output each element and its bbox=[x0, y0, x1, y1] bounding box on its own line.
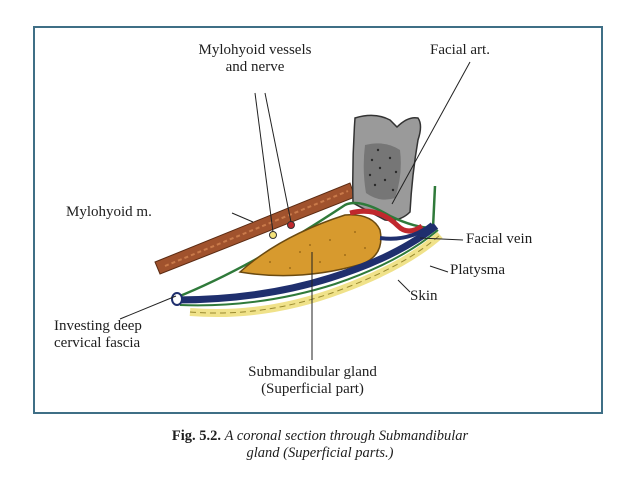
label-facial-art: Facial art. bbox=[430, 42, 490, 58]
platysma bbox=[174, 223, 439, 304]
caption-figure-number: Fig. 5.2. bbox=[171, 428, 221, 444]
label-facial-vein: Facial vein bbox=[466, 231, 533, 247]
label-platysma: Platysma bbox=[450, 262, 505, 278]
label-mylohyoid-m: Mylohyoid m. bbox=[66, 204, 152, 220]
label-skin: Skin bbox=[410, 288, 438, 304]
label-submandibular-gland: Submandibular gland (Superficial part) bbox=[248, 364, 377, 397]
label-investing-fascia: Investing deep cervical fascia bbox=[54, 318, 142, 351]
investing-fascia bbox=[174, 185, 437, 300]
mylohyoid-vessel bbox=[269, 231, 277, 239]
figure-caption: Fig. 5.2. A coronal section through Subm… bbox=[60, 428, 580, 462]
mylohyoid-nerve bbox=[287, 221, 295, 229]
facial-vein bbox=[379, 222, 434, 241]
figure-frame bbox=[33, 26, 603, 414]
facial-artery bbox=[349, 208, 424, 234]
label-mylohyoid-vessels: Mylohyoid vessels and nerve bbox=[198, 42, 312, 75]
caption-text-line2: gland (Superficial parts.) bbox=[246, 445, 394, 461]
caption-text-line1: A coronal section through Submandibular bbox=[224, 428, 469, 444]
